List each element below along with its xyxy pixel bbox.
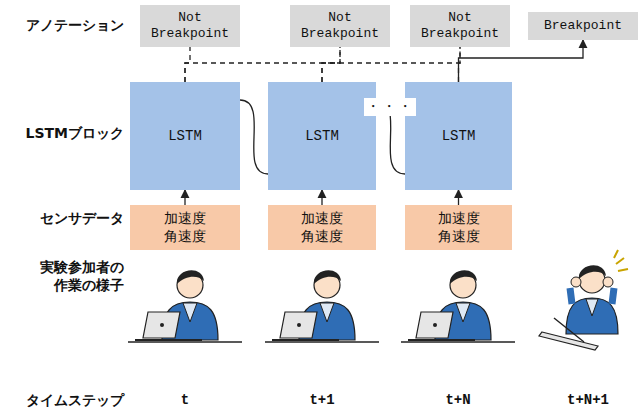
- sensor-box: 加速度 角速度: [405, 205, 512, 250]
- timestep-label: t: [181, 392, 189, 408]
- box-text: Not Breakpoint: [294, 10, 386, 41]
- box-text: Breakpoint: [544, 18, 622, 34]
- box-text: Not Breakpoint: [414, 10, 506, 41]
- sensor-box: 加速度 角速度: [268, 205, 376, 250]
- row-label: LSTMブロック: [26, 125, 125, 143]
- row-label: アノテーション: [26, 17, 124, 35]
- sensor-box: 加速度 角速度: [130, 205, 240, 250]
- output-link: [322, 47, 340, 82]
- lstm-block: LSTM: [405, 82, 512, 190]
- working-person: [128, 270, 242, 342]
- box-text: 加速度 角速度: [294, 210, 350, 245]
- ellipsis-mark: ・・・: [364, 98, 416, 116]
- timestep-label: t+N+1: [567, 392, 609, 408]
- box-text: LSTM: [168, 128, 202, 144]
- data-arrow: [458, 190, 459, 205]
- box-text: 加速度 角速度: [431, 210, 487, 245]
- output-link: [185, 47, 340, 82]
- output-link: [322, 47, 460, 82]
- timestep-label: t+N: [445, 392, 470, 408]
- annotation-box: Not Breakpoint: [140, 5, 240, 47]
- output-link: [185, 47, 190, 82]
- box-text: 加速度 角速度: [157, 210, 213, 245]
- row-label: センサデータ: [40, 210, 124, 228]
- box-text: LSTM: [305, 128, 339, 144]
- box-text: LSTM: [442, 128, 476, 144]
- recurrent-connection: [240, 100, 268, 174]
- data-arrow: [184, 190, 185, 205]
- lstm-block: LSTM: [268, 82, 376, 190]
- working-person: [401, 270, 515, 342]
- timestep-label: t+1: [309, 392, 334, 408]
- distracted-person: [539, 250, 628, 350]
- row-label: 実験参加者の 作業の様子: [32, 258, 124, 294]
- annotation-box: Not Breakpoint: [410, 5, 510, 47]
- working-person: [265, 270, 379, 342]
- box-text: Not Breakpoint: [144, 10, 236, 41]
- annotation-box: Breakpoint: [528, 12, 638, 40]
- annotation-box: Not Breakpoint: [290, 5, 390, 47]
- row-label: タイムステップ: [26, 392, 124, 410]
- data-arrow: [321, 190, 322, 205]
- lstm-block: LSTM: [130, 82, 240, 190]
